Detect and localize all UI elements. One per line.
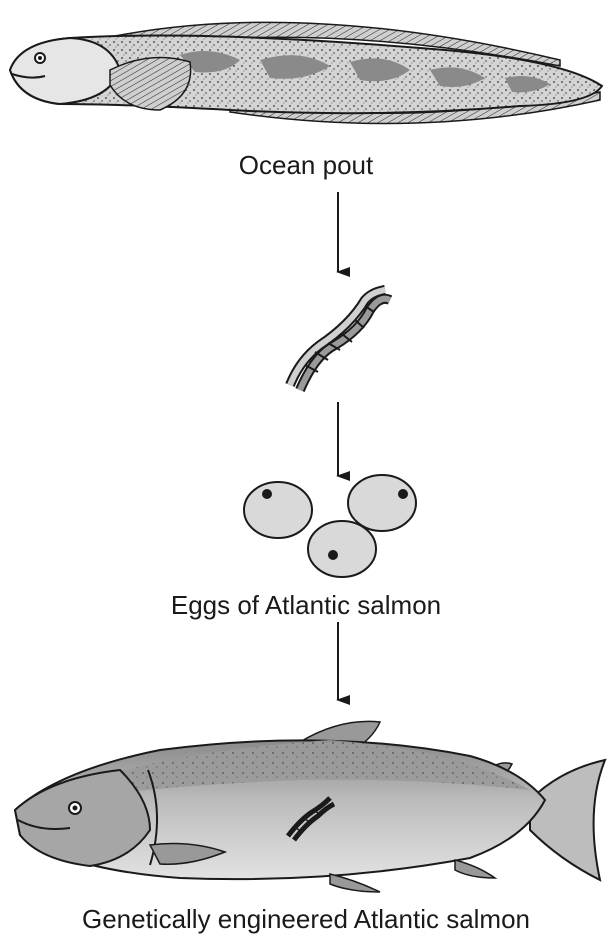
egg [308,521,376,577]
salmon-eggs-label: Eggs of Atlantic salmon [0,590,612,620]
engineered-salmon-label: Genetically engineered Atlantic salmon [0,904,612,934]
ocean-pout-label: Ocean pout [0,150,612,180]
ocean-pout-illustration [10,22,602,123]
salmon-eggs-illustration [244,475,416,577]
salmon-illustration [15,721,605,892]
egg [348,475,416,531]
dna-helix-icon [290,290,390,390]
egg [244,482,312,538]
